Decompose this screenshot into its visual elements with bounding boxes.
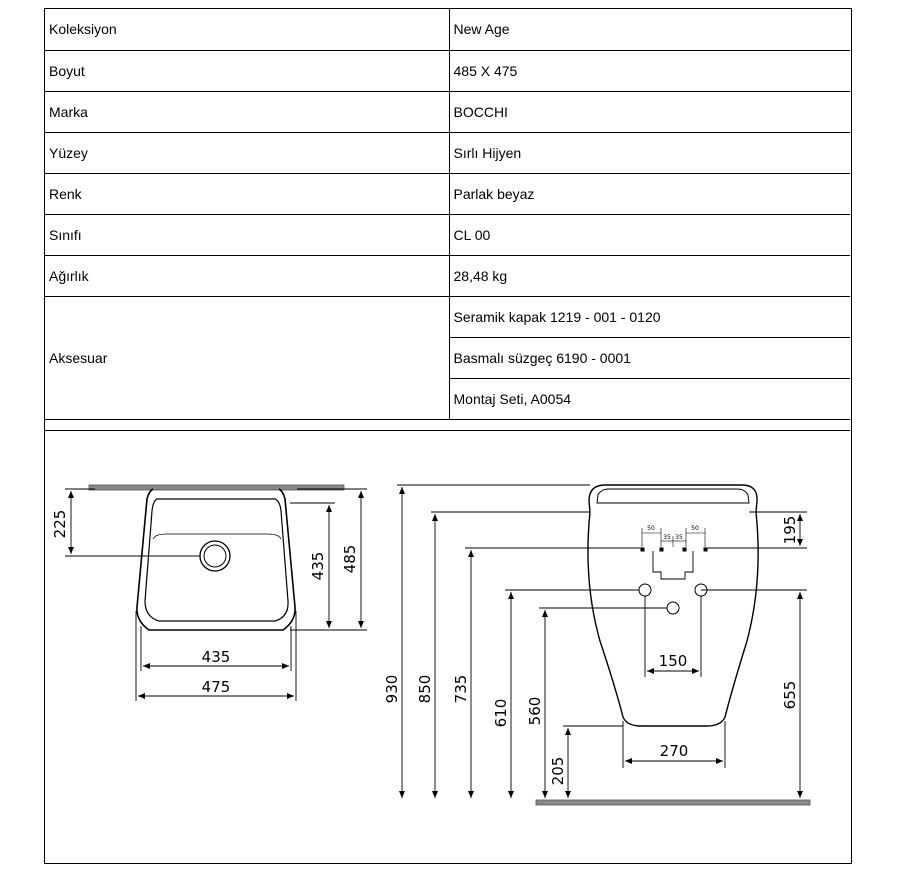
table-row: Montaj Seti, A0054 <box>45 377 850 420</box>
accessory-label: Aksesuar <box>45 295 450 420</box>
anchor-point <box>640 547 645 552</box>
top-view <box>88 484 345 631</box>
spec-value: 485 X 475 <box>448 49 850 92</box>
bracket-outline <box>652 551 694 580</box>
table-row: Basmalı süzgeç 6190 - 0001 <box>45 336 850 379</box>
spec-value: New Age <box>448 9 850 51</box>
basin-top-inner <box>596 488 750 504</box>
front-view-small-labels: 50 50 35 35 <box>647 525 699 541</box>
anchor-point <box>659 547 664 552</box>
dim-35-left-label: 35 <box>663 534 671 541</box>
anchor-point <box>703 547 708 552</box>
drain-inner-icon <box>203 544 227 568</box>
top-view-dimensions <box>65 488 367 701</box>
wall-top-view <box>88 484 345 491</box>
pedestal-body-outline <box>587 511 759 727</box>
dim-475-label: 475 <box>202 678 231 696</box>
anchor-point <box>682 547 687 552</box>
basin-rim-line <box>152 533 282 540</box>
dim-205-label: 205 <box>549 757 567 786</box>
dim-270-label: 270 <box>660 742 689 760</box>
dim-50-left-label: 50 <box>647 525 655 532</box>
drawing-svg: 225 435 485 435 475 <box>51 484 811 806</box>
dim-930-label: 930 <box>383 675 401 704</box>
drain-hole-icon <box>666 601 680 615</box>
front-view <box>535 484 811 806</box>
basin-inner-outline <box>144 498 289 622</box>
spec-label: Yüzey <box>45 131 450 174</box>
spec-label: Ağırlık <box>45 254 450 297</box>
dim-195-label: 195 <box>781 516 799 545</box>
spec-label: Sınıfı <box>45 213 450 256</box>
accessory-item: Montaj Seti, A0054 <box>449 377 850 420</box>
front-view-labels: 930 850 735 610 560 205 195 655 150 270 <box>383 516 799 786</box>
dim-435-vertical-label: 435 <box>309 552 327 581</box>
dim-50-right-label: 50 <box>691 525 699 532</box>
technical-drawing: 225 435 485 435 475 <box>45 430 850 863</box>
dim-850-label: 850 <box>416 675 434 704</box>
dim-35-right-label: 35 <box>675 534 683 541</box>
spec-value: CL 00 <box>448 213 850 256</box>
table-row: Aksesuar Seramik kapak 1219 - 001 - 0120 <box>45 295 850 420</box>
spec-label: Koleksiyon <box>45 9 450 51</box>
dim-485-label: 485 <box>341 545 359 574</box>
basin-top-rim <box>588 484 758 513</box>
dim-560-label: 560 <box>526 697 544 726</box>
accessory-item: Basmalı süzgeç 6190 - 0001 <box>449 336 850 379</box>
dim-735-label: 735 <box>452 675 470 704</box>
spec-label: Boyut <box>45 49 450 92</box>
accessory-item: Seramik kapak 1219 - 001 - 0120 <box>448 295 850 338</box>
front-view-dimensions <box>397 484 807 798</box>
spec-label: Renk <box>45 172 450 215</box>
spec-value: Parlak beyaz <box>448 172 850 215</box>
spec-value: 28,48 kg <box>448 254 850 297</box>
mounting-hole-left-icon <box>638 583 652 597</box>
top-view-labels: 225 435 485 435 475 <box>51 510 359 696</box>
floor-front-view <box>535 799 811 806</box>
dim-150-label: 150 <box>659 652 688 670</box>
spec-value: Sırlı Hijyen <box>448 131 850 174</box>
dim-225-label: 225 <box>51 510 69 539</box>
basin-outer-outline <box>136 488 296 631</box>
spec-label: Marka <box>45 90 450 133</box>
dim-435-horizontal-label: 435 <box>202 648 231 666</box>
spec-value: BOCCHI <box>448 90 850 133</box>
dim-655-label: 655 <box>781 681 799 710</box>
dim-610-label: 610 <box>492 699 510 728</box>
